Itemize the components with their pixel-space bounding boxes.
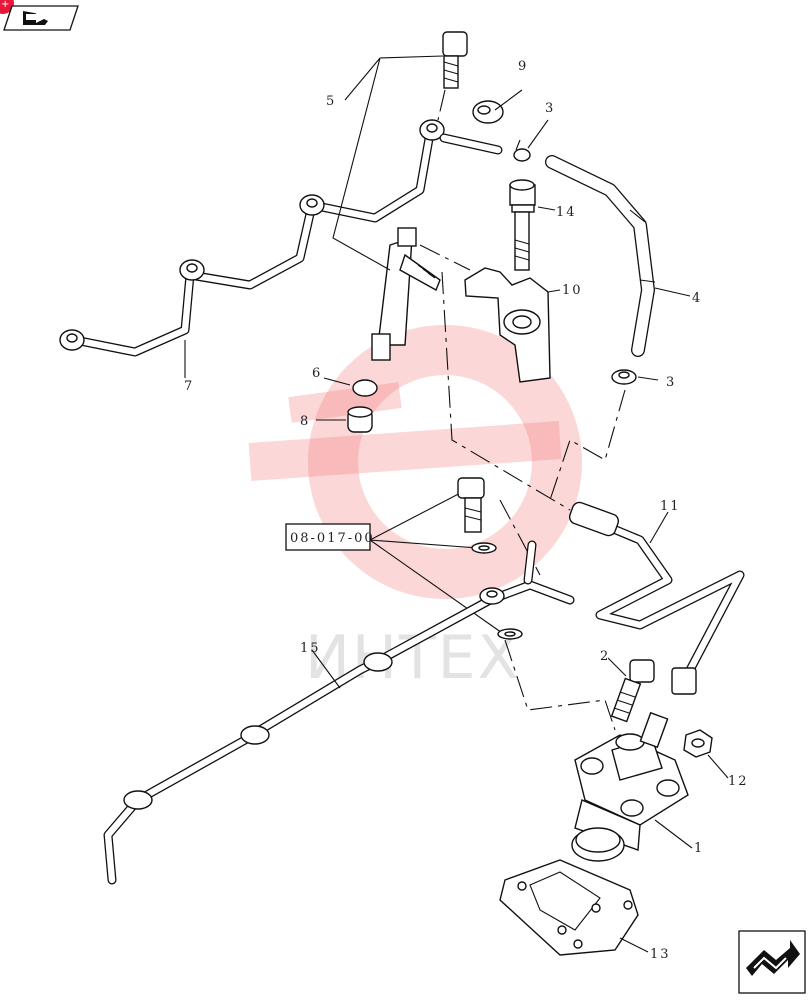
part-1-injection-pump <box>571 711 689 862</box>
next-page-arrow-icon <box>738 930 806 994</box>
part-12-nut <box>683 729 713 758</box>
washer-upper <box>471 542 497 554</box>
part-3-hose-clamp-lower <box>611 369 637 385</box>
callout-11: 11 <box>660 499 681 514</box>
fuel-injector <box>371 227 441 361</box>
callout-10: 10 <box>562 283 583 298</box>
part-13-gasket <box>499 859 639 956</box>
part-5-banjo-bolt <box>442 31 468 89</box>
previous-page-button[interactable]: + <box>0 0 80 34</box>
part-11-injection-line <box>568 501 745 695</box>
callout-5: 5 <box>326 94 336 109</box>
part-10-clamp-bracket <box>464 267 551 383</box>
banjo-bolt-fuel-line <box>457 477 485 533</box>
part-8-cap <box>347 406 373 433</box>
part-6-o-ring <box>352 379 378 397</box>
callout-13: 13 <box>650 947 671 962</box>
callout-14: 14 <box>556 205 577 220</box>
callout-6: 6 <box>312 366 322 381</box>
callout-8: 8 <box>300 414 310 429</box>
callout-7: 7 <box>184 379 194 394</box>
callout-3-upper: 3 <box>545 101 555 116</box>
callout-2: 2 <box>600 649 610 664</box>
callout-3-lower: 3 <box>666 375 676 390</box>
callout-4: 4 <box>692 291 702 306</box>
part-3-hose-clamp-upper <box>513 139 531 162</box>
back-arrow-icon: + <box>0 0 79 31</box>
next-page-button[interactable] <box>738 930 806 994</box>
reference-link-08-017-00[interactable]: 08-017-00 <box>285 523 375 551</box>
part-9-washer <box>472 100 504 124</box>
callout-labels: 1 2 3 3 4 5 6 7 8 9 10 11 12 13 14 15 <box>184 59 749 962</box>
callout-12: 12 <box>728 774 749 789</box>
washer-lower <box>497 628 523 640</box>
watermark-logo: ИНТЕХ <box>248 325 582 693</box>
part-14-bolt <box>509 179 536 271</box>
part-15-fuel-pipe <box>103 540 575 885</box>
part-4-return-hose <box>545 155 656 357</box>
part-7-leak-off-pipe <box>59 119 503 357</box>
callout-1: 1 <box>694 841 704 856</box>
reference-label: 08-017-00 <box>290 531 375 546</box>
svg-text:+: + <box>1 0 9 10</box>
callout-9: 9 <box>518 59 528 74</box>
callout-15: 15 <box>300 641 321 656</box>
part-2-bolt <box>610 659 655 723</box>
